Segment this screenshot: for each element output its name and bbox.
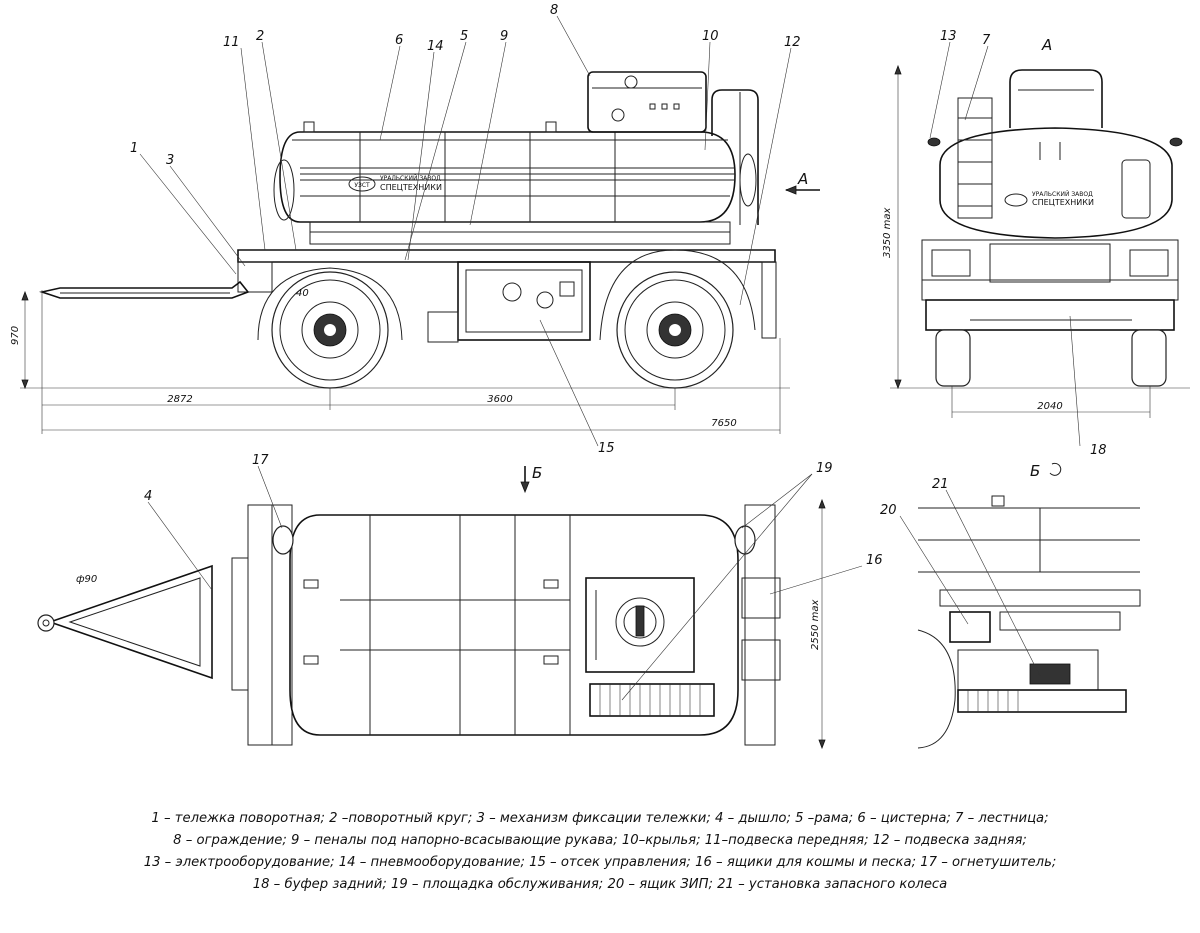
callout-10: 10 [702,29,719,44]
spare-wheel-mount [957,689,1127,713]
callout-13: 13 [940,29,957,44]
callout-16: 16 [866,553,883,568]
dim-track: 2040 [1037,401,1062,412]
control-compartment [457,261,591,341]
front-view: А УРАЛЬСКИЙ ЗАВОД СПЕЦТЕХНИКИ [882,29,1190,458]
front-view-title: А [1041,36,1052,54]
callout-3: 3 [166,153,174,168]
dim-overall-width: 2550 max [810,600,821,650]
top-view-arrow-label: Б [532,464,542,482]
rear-wheel [616,271,734,389]
dim-overall-length: 7650 [711,418,736,429]
dim-angle: 40 [296,288,309,299]
callout-14: 14 [427,39,444,54]
legend-line-3: 13 – электрооборудование; 14 – пневмообо… [143,855,1057,870]
dim-drawbar-length: 2872 [167,394,192,405]
callout-11: 11 [223,35,240,50]
top-view: Б ф90 [37,453,883,750]
dim-overall-height: 3350 max [882,208,893,258]
side-view-arrow-label: А [797,170,808,188]
dim-drawbar-height: 970 [10,326,21,345]
tank-top [289,514,739,736]
callout-17: 17 [252,453,269,468]
callout-8: 8 [550,3,558,18]
dim-wheelbase: 3600 [487,394,512,405]
callout-20: 20 [880,503,897,518]
front-wheel [271,271,389,389]
badge-line2: СПЕЦТЕХНИКИ [380,183,442,192]
callout-15: 15 [598,441,615,456]
callout-6: 6 [395,33,403,48]
callout-4: 4 [144,489,152,504]
badge-line1: УРАЛЬСКИЙ ЗАВОД [380,175,441,182]
callout-19: 19 [816,461,833,476]
rear-view-title: Б [1030,462,1040,480]
drawbar-top [47,564,213,680]
callout-2: 2 [256,29,264,44]
tank-front [939,127,1173,239]
legend-line-4: 18 – буфер задний; 19 – площадка обслужи… [252,877,948,892]
tank-body [279,131,736,223]
drawbar-side [39,280,250,299]
callout-12: 12 [784,35,801,50]
zip-box [949,611,991,643]
dim-eye-diameter: ф90 [76,574,97,585]
callout-21: 21 [932,477,949,492]
side-view: УЗСТ УРАЛЬСКИЙ ЗАВОД СПЕЦТЕХНИКИ [10,3,820,456]
rear-bumper [925,299,1175,331]
callout-1: 1 [130,141,138,156]
callout-7: 7 [982,33,991,48]
legend-line-2: 8 – ограждение; 9 – пеналы под напорно-в… [173,833,1027,848]
service-platform [589,683,715,717]
callout-5: 5 [460,29,468,44]
guardrail [587,71,707,133]
front-badge-line1: УРАЛЬСКИЙ ЗАВОД [1032,191,1093,198]
ladder [957,97,993,219]
badge-mark: УЗСТ [354,182,370,189]
legend-line-1: 1 – тележка поворотная; 2 –поворотный кр… [151,811,1049,826]
front-badge-line2: СПЕЦТЕХНИКИ [1032,198,1094,207]
legend: 1 – тележка поворотная; 2 –поворотный кр… [20,808,1180,896]
callout-9: 9 [500,29,508,44]
factory-badge: УЗСТ УРАЛЬСКИЙ ЗАВОД СПЕЦТЕХНИКИ [348,175,442,192]
callout-18: 18 [1090,443,1107,458]
rear-view: Б 20 21 [880,462,1141,749]
